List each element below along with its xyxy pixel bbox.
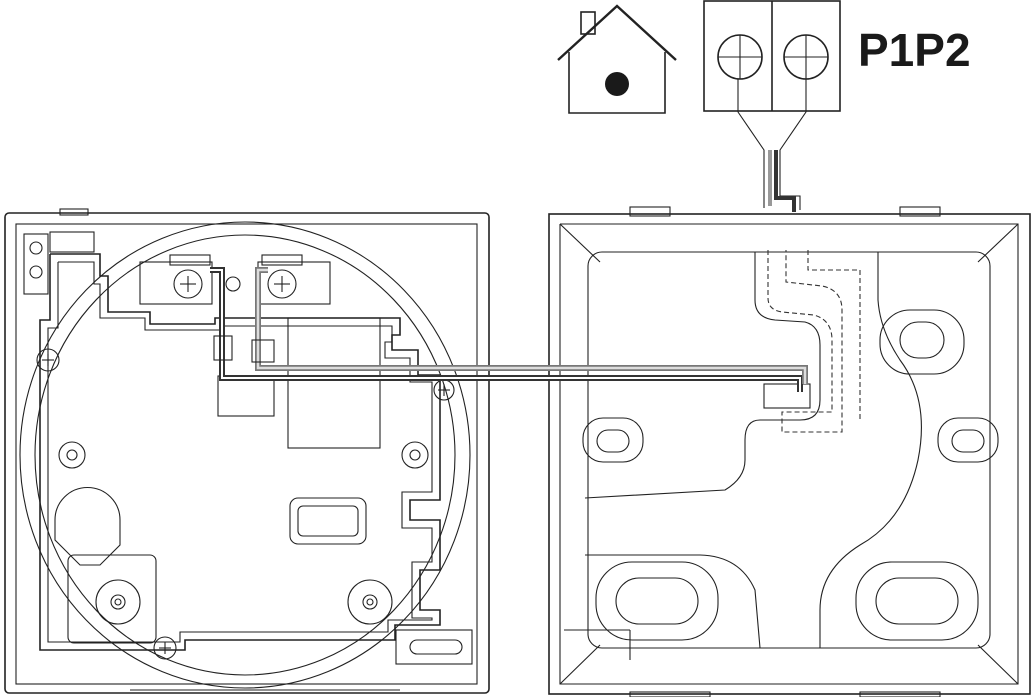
controller-terminal-left (139, 254, 213, 305)
mounting-slot (582, 417, 644, 463)
round-post (58, 441, 86, 469)
controller-terminal-right (225, 254, 331, 305)
wall-mounting-box (548, 206, 1031, 697)
round-post (347, 579, 393, 625)
mounting-screw (36, 348, 60, 372)
bus-cable (737, 79, 807, 212)
mounting-slot (879, 309, 965, 375)
house-icon (557, 4, 677, 114)
mounting-screw (153, 636, 177, 660)
bus-label: P1P2 (858, 24, 971, 76)
screw-terminal-icon (703, 0, 841, 112)
screw-terminal-p2 (783, 34, 829, 80)
round-post (401, 441, 429, 469)
controller-back-plate (4, 208, 490, 694)
mounting-slot (595, 561, 719, 641)
mounting-slot (855, 561, 979, 641)
screw-terminal-p1 (717, 34, 763, 80)
round-post (95, 579, 141, 625)
mounting-slot (937, 417, 999, 463)
interconnect-wires (210, 267, 808, 392)
